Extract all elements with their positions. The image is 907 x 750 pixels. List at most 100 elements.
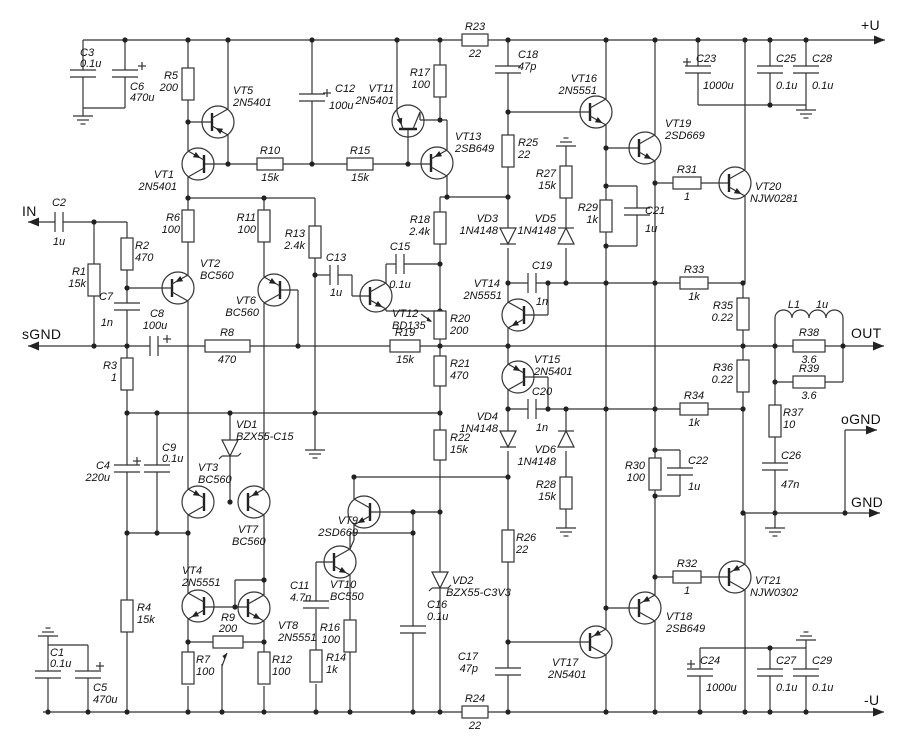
label: R29 (578, 202, 598, 214)
label: 1u (330, 287, 342, 299)
label: 15k (538, 491, 556, 503)
label: C8 (150, 308, 165, 320)
wires (28, 39, 885, 713)
label: C21 (645, 205, 665, 217)
junction-dot (545, 280, 551, 286)
label: 22 (517, 149, 530, 161)
label: NJW0281 (750, 193, 798, 205)
label: C25 (776, 53, 797, 65)
label: 1N4148 (517, 225, 556, 237)
label: 1 (684, 191, 690, 203)
junction-dot (232, 604, 238, 610)
junction-dot (505, 194, 511, 200)
label: VT8 (278, 620, 299, 632)
terminal-arrow (874, 35, 885, 45)
label: BZX55-C3V3 (446, 587, 512, 599)
junction-dot (85, 709, 91, 715)
label: 2SB649 (454, 143, 494, 155)
junction-dot (185, 639, 191, 645)
junction-dot (91, 219, 97, 225)
label: 15k (261, 172, 279, 184)
terminal-arrow (866, 425, 877, 435)
terminal-label-ground: GND (851, 494, 883, 510)
junction-dot (740, 280, 746, 286)
label: 15k (68, 278, 86, 290)
label: 1n (536, 422, 548, 434)
label: R24 (465, 693, 485, 705)
junction-dot (505, 639, 511, 645)
junction-dot (261, 195, 267, 201)
label: 2N5401 (547, 669, 587, 681)
junction-dot (410, 709, 416, 715)
junction-dot (124, 285, 130, 291)
label: 470 (450, 370, 469, 382)
label: 0.22 (712, 374, 733, 386)
label: 1k (688, 417, 700, 429)
resistor-R10: R10 15k (256, 145, 284, 184)
label: 1k (326, 664, 338, 676)
junction-dot (652, 709, 658, 715)
junction-dot (437, 343, 443, 349)
label: NJW0302 (750, 587, 798, 599)
label: 100u (143, 320, 167, 332)
label: 0.22 (712, 312, 733, 324)
label: R33 (684, 264, 705, 276)
junction-dot (437, 410, 443, 416)
label: C7 (99, 291, 114, 303)
terminal-arrow (28, 217, 39, 227)
label: VD6 (535, 444, 557, 456)
ground-icon (305, 449, 325, 459)
label: C28 (812, 53, 833, 65)
label: 47p (518, 61, 536, 73)
junction-dot (603, 406, 609, 412)
inductor-L1-coil (774, 309, 844, 319)
junction-dot (505, 37, 511, 43)
label: 0.1u (50, 658, 71, 670)
junction-dot (225, 161, 231, 167)
label: R10 (260, 145, 281, 157)
label: C17 (458, 651, 479, 663)
junction-dot (437, 709, 443, 715)
ground-icon (556, 527, 576, 537)
junction-dot (563, 280, 569, 286)
label: L1 (788, 299, 800, 311)
label: 2N5401 (232, 97, 272, 109)
label: R31 (677, 164, 697, 176)
junction-dot (652, 493, 658, 499)
label: 22 (468, 48, 481, 60)
junction-dot (124, 530, 130, 536)
label: 100 (272, 666, 291, 678)
label: R30 (625, 460, 646, 472)
label: 200 (159, 82, 179, 94)
junction-dot (652, 180, 658, 186)
junction-dot (124, 709, 130, 715)
label: R25 (518, 137, 539, 149)
junction-dot (185, 530, 191, 536)
junction-dot (219, 709, 225, 715)
label: VT16 (571, 73, 598, 85)
label: VD2 (452, 575, 473, 587)
label: 200 (449, 325, 469, 337)
junction-dot (91, 343, 97, 349)
